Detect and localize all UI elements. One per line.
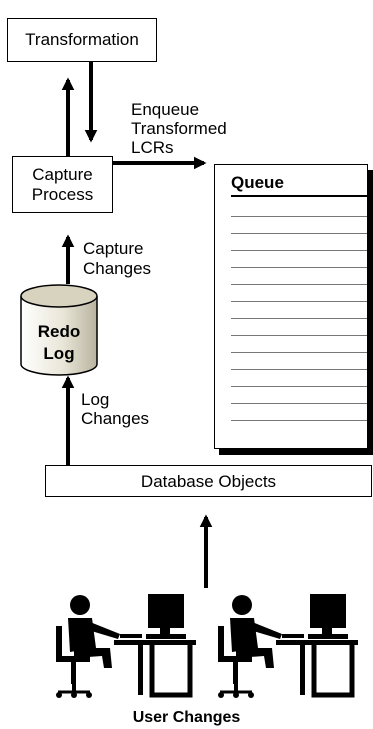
- queue-entry-line: [231, 250, 367, 251]
- capture-process-label-line1: Capture: [32, 165, 93, 184]
- queue-entry-line: [231, 386, 367, 387]
- queue-entry-line: [231, 216, 367, 217]
- queue-entry-line: [231, 420, 367, 421]
- capture-changes-label-line1: Capture: [83, 239, 144, 258]
- user-workstation-icon: [56, 594, 196, 698]
- queue-entry-line: [231, 301, 367, 302]
- user-changes-label: User Changes: [132, 709, 241, 726]
- database-objects-box: Database Objects: [45, 465, 372, 497]
- queue-title: Queue: [231, 173, 284, 192]
- redo-log-cylinder: [20, 284, 98, 376]
- queue-entry-line: [231, 233, 367, 234]
- enqueue-label-line1: Enqueue: [131, 100, 200, 119]
- transformation-box: Transformation: [7, 18, 157, 62]
- queue-entry-line: [231, 352, 367, 353]
- queue-entry-line: [231, 335, 367, 336]
- enqueue-label-line2: Transformed: [131, 119, 227, 138]
- queue-entry-line: [231, 318, 367, 319]
- transformation-label: Transformation: [25, 30, 139, 49]
- log-changes-label-line2: Changes: [81, 409, 150, 428]
- queue-entry-line: [231, 284, 367, 285]
- queue-title-rule: [231, 195, 367, 197]
- capture-process-box: Capture Process: [12, 156, 113, 213]
- capture-process-label-line2: Process: [31, 185, 94, 204]
- capture-changes-label-line2: Changes: [83, 259, 152, 278]
- redo-log-label-line1: Redo: [37, 322, 81, 341]
- log-changes-label-line1: Log: [81, 390, 110, 409]
- queue-entry-line: [231, 369, 367, 370]
- queue-box: Queue: [214, 164, 368, 449]
- redo-log-label-line2: Log: [43, 344, 75, 363]
- queue-entry-line: [231, 267, 367, 268]
- enqueue-label-line3: LCRs: [131, 138, 174, 157]
- database-objects-label: Database Objects: [140, 472, 277, 491]
- queue-entry-line: [231, 403, 367, 404]
- user-workstation-icon: [218, 594, 358, 698]
